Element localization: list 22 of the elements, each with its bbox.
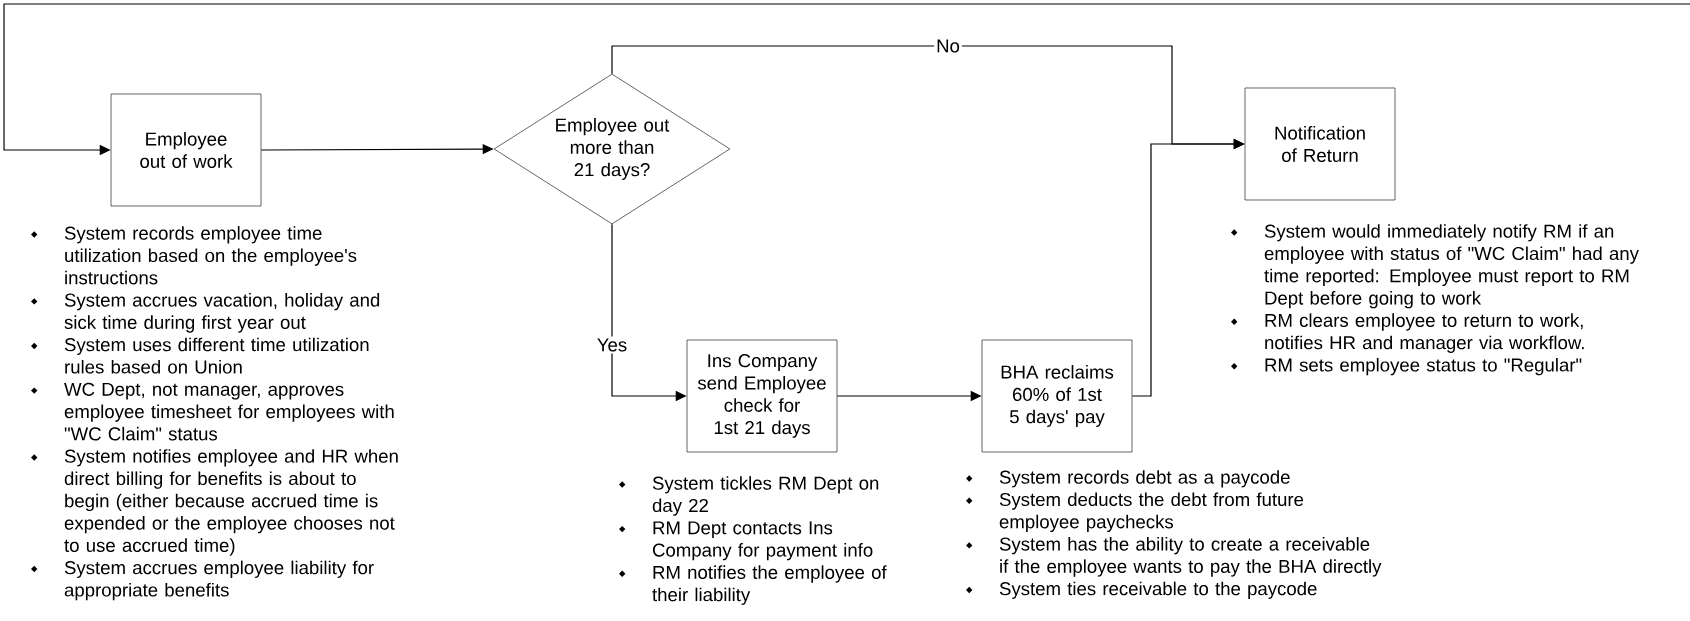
bullet-item: System notifies employee and HR when direct billing for benefits is about to begin (either because accrued time is expended or the employee chooses not to use accrued time) [31,449,398,556]
bullet-item: System deducts the debt from future employee paychecks [966,492,1304,533]
bullet-item: WC Dept, not manager, approves employee timesheet for employees with "WC Claim" status [31,382,394,441]
bullet-item: System records debt as a paycode [966,470,1290,488]
bullet-item: RM notifies the employee of their liability [619,565,887,605]
bullet-item: System ties receivable to the paycode [966,581,1317,599]
bullet-item: RM clears employee to return to work, notifies HR and manager via workflow. [1231,313,1584,353]
bullet-item: RM sets employee status to "Regular" [1231,357,1582,376]
edge-label: No [934,37,962,55]
bullet-item: System accrues vacation, holiday and sick time during first year out [31,293,380,333]
process-box: BHA reclaims 60% of 1st 5 days' pay [981,339,1133,453]
process-box: Notification of Return [1244,87,1396,201]
bullet-item: System would immediately notify RM if an employee with status of "WC Claim" had any time reported: Employee must report to RM Dept before going to work [1231,224,1639,309]
bullet-item: RM Dept contacts Ins Company for payment info [619,521,873,561]
bullet-item: System tickles RM Dept on day 22 [619,476,879,516]
bullet-item: System has the ability to create a receivable if the employee wants to pay the BHA directly [966,537,1382,577]
bullet-item: System accrues employee liability for appropriate benefits [31,560,374,601]
process-box: Employee out of work [110,93,262,207]
bullet-item: System uses different time utilization rules based on Union [31,337,369,374]
edge-label: Yes [594,336,630,354]
bullet-item: System records employee time utilization based on the employee's instructions [31,226,357,285]
process-box: Ins Company send Employee check for 1st 21 days [686,339,838,453]
